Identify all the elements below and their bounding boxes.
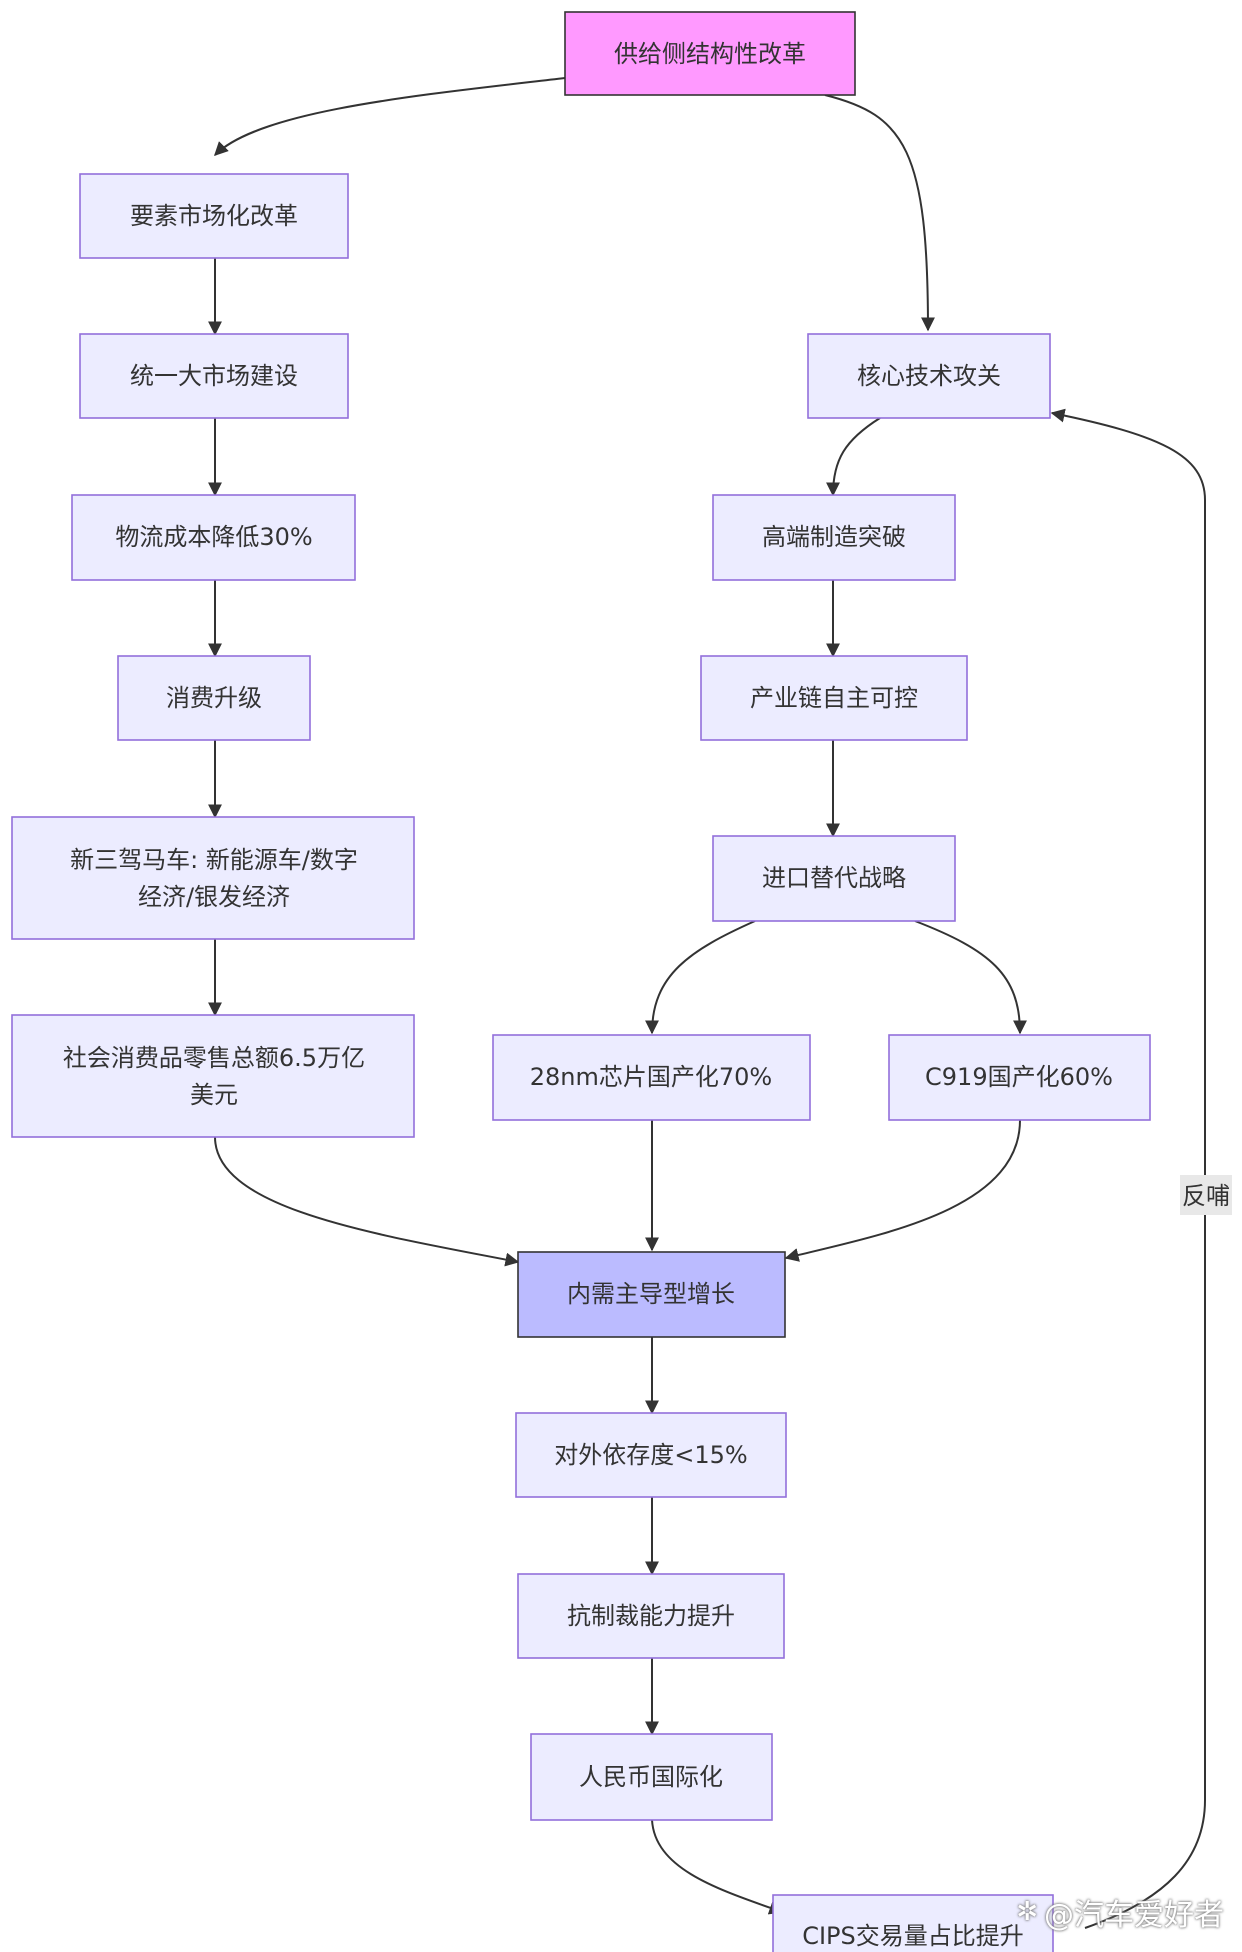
node-cips-volume: CIPS交易量占比提升 [772, 1894, 1054, 1952]
node-logistics-cost: 物流成本降低30% [71, 494, 356, 581]
node-factor-market-reform: 要素市场化改革 [79, 173, 349, 259]
consumption-label: 消费升级 [166, 684, 262, 712]
node-core-tech: 核心技术攻关 [807, 333, 1051, 419]
node-domestic-demand-growth: 内需主导型增长 [517, 1251, 786, 1338]
cips-label: CIPS交易量占比提升 [802, 1922, 1024, 1950]
logistics-label: 物流成本降低30% [115, 523, 312, 551]
node-unified-market: 统一大市场建设 [79, 333, 349, 419]
edge-label-feedback: 反哺 [1180, 1175, 1232, 1215]
manufacturing-label: 高端制造突破 [762, 523, 906, 551]
c919-label: C919国产化60% [925, 1063, 1113, 1091]
node-new-troika: 新三驾马车: 新能源车/数字 经济/银发经济 [11, 816, 415, 940]
edge-root-to-tech [824, 94, 935, 332]
retail-label-line1: 社会消费品零售总额6.5万亿 [63, 1044, 365, 1072]
node-import-substitution: 进口替代战略 [712, 835, 956, 922]
root-label: 供给侧结构性改革 [614, 40, 806, 68]
edge-import-to-chip [645, 920, 756, 1035]
chain-label: 产业链自主可控 [750, 684, 918, 712]
node-retail-sales: 社会消费品零售总额6.5万亿 美元 [11, 1014, 415, 1138]
edge-cips-to-tech-feedback [1050, 408, 1206, 1929]
troika-label-line1: 新三驾马车: 新能源车/数字 [70, 846, 358, 874]
rmb-label: 人民币国际化 [579, 1763, 723, 1791]
node-rmb-internationalization: 人民币国际化 [530, 1733, 773, 1821]
edges [208, 77, 1206, 1929]
unified-label: 统一大市场建设 [130, 362, 298, 390]
weibo-like-logo-icon: ✲ [1016, 1897, 1038, 1927]
node-external-dependency: 对外依存度<15% [515, 1412, 787, 1498]
hub-label: 内需主导型增长 [567, 1280, 735, 1308]
node-consumption-upgrade: 消费升级 [117, 655, 311, 741]
node-chip-localization: 28nm芯片国产化70% [492, 1034, 811, 1121]
retail-label-line2: 美元 [190, 1081, 238, 1109]
watermark: ✲ @汽车爱好者 [1016, 1890, 1224, 1934]
node-sanction-resistance: 抗制裁能力提升 [517, 1573, 785, 1659]
node-root: 供给侧结构性改革 [564, 11, 856, 96]
edge-rmb-to-cips [651, 1819, 784, 1915]
dependency-label: 对外依存度<15% [554, 1441, 747, 1469]
troika-label-line2: 经济/银发经济 [138, 883, 290, 911]
edge-tech-to-manufacturing [826, 417, 881, 497]
chip-label: 28nm芯片国产化70% [530, 1063, 772, 1091]
edge-root-to-factor [214, 77, 566, 156]
edge-retail-to-hub [214, 1136, 520, 1267]
watermark-text: @汽车爱好者 [1044, 1898, 1224, 1933]
import-label: 进口替代战略 [762, 864, 906, 892]
edge-import-to-c919 [914, 920, 1027, 1035]
sanction-label: 抗制裁能力提升 [567, 1602, 735, 1630]
tech-label: 核心技术攻关 [857, 362, 1001, 390]
node-c919-localization: C919国产化60% [888, 1034, 1151, 1121]
feedback-label: 反哺 [1182, 1182, 1230, 1210]
node-supply-chain-control: 产业链自主可控 [700, 655, 968, 741]
edge-c919-to-hub [784, 1119, 1021, 1262]
node-high-end-manufacturing: 高端制造突破 [712, 494, 956, 581]
factor-label: 要素市场化改革 [130, 202, 298, 230]
